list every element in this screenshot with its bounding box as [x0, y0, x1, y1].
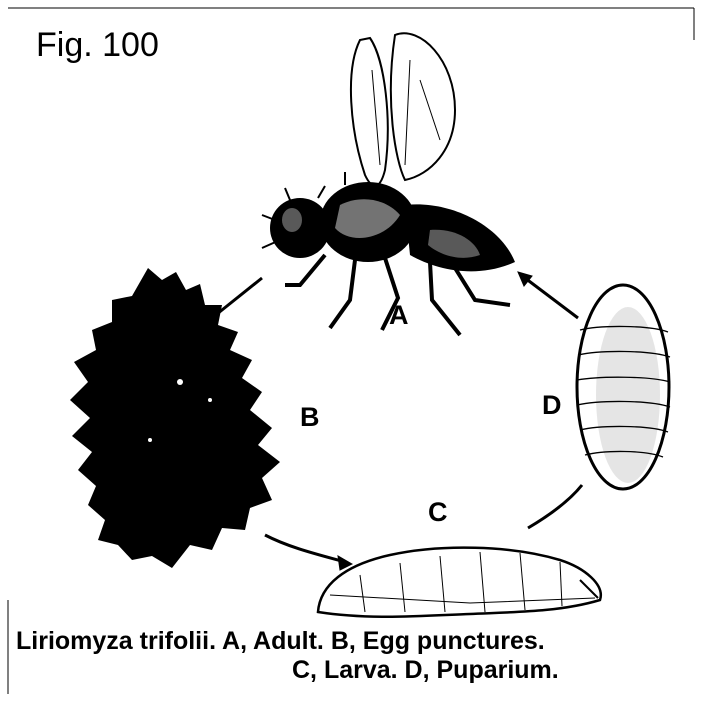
arrow-b-to-c: [265, 535, 345, 562]
leaf-silhouette-icon: [70, 268, 280, 568]
stage-label-a: A: [389, 300, 409, 331]
arrow-d-to-a: [525, 278, 578, 318]
adult-fly-icon: [262, 33, 515, 335]
stage-label-c: C: [428, 497, 448, 528]
caption-line-1: Liriomyza trifolii. A, Adult. B, Egg pun…: [16, 627, 545, 656]
arrow-c-to-d: [528, 485, 582, 528]
puparium-icon: [577, 285, 670, 489]
figure-title: Fig. 100: [36, 26, 159, 65]
stage-label-d: D: [542, 390, 562, 421]
stage-label-b: B: [300, 402, 320, 433]
caption-line-2: C, Larva. D, Puparium.: [292, 656, 559, 685]
larva-icon: [318, 548, 601, 617]
arrow-b-to-a: [212, 278, 262, 318]
